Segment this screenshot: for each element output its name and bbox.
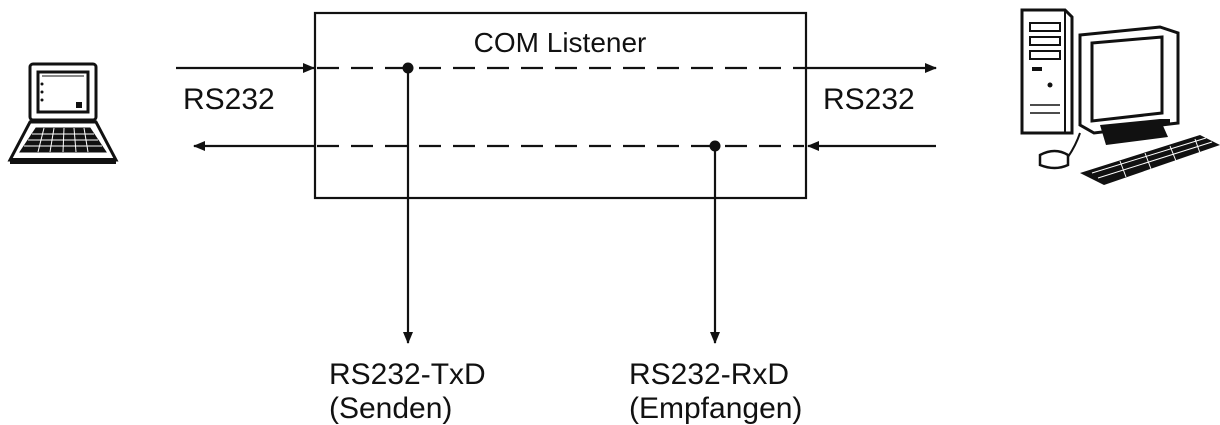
txd-label: RS232-TxD (329, 358, 486, 391)
com-listener-title: COM Listener (474, 27, 647, 58)
rxd-label: RS232-RxD (629, 358, 789, 391)
txd-sublabel: (Senden) (329, 392, 452, 425)
right-rs232-label: RS232 (823, 83, 915, 116)
laptop-icon (7, 62, 119, 164)
rxd-sublabel: (Empfangen) (629, 392, 802, 425)
left-rs232-label: RS232 (183, 83, 275, 116)
com-listener-box (313, 11, 808, 200)
desktop-pc-icon (1020, 8, 1220, 185)
